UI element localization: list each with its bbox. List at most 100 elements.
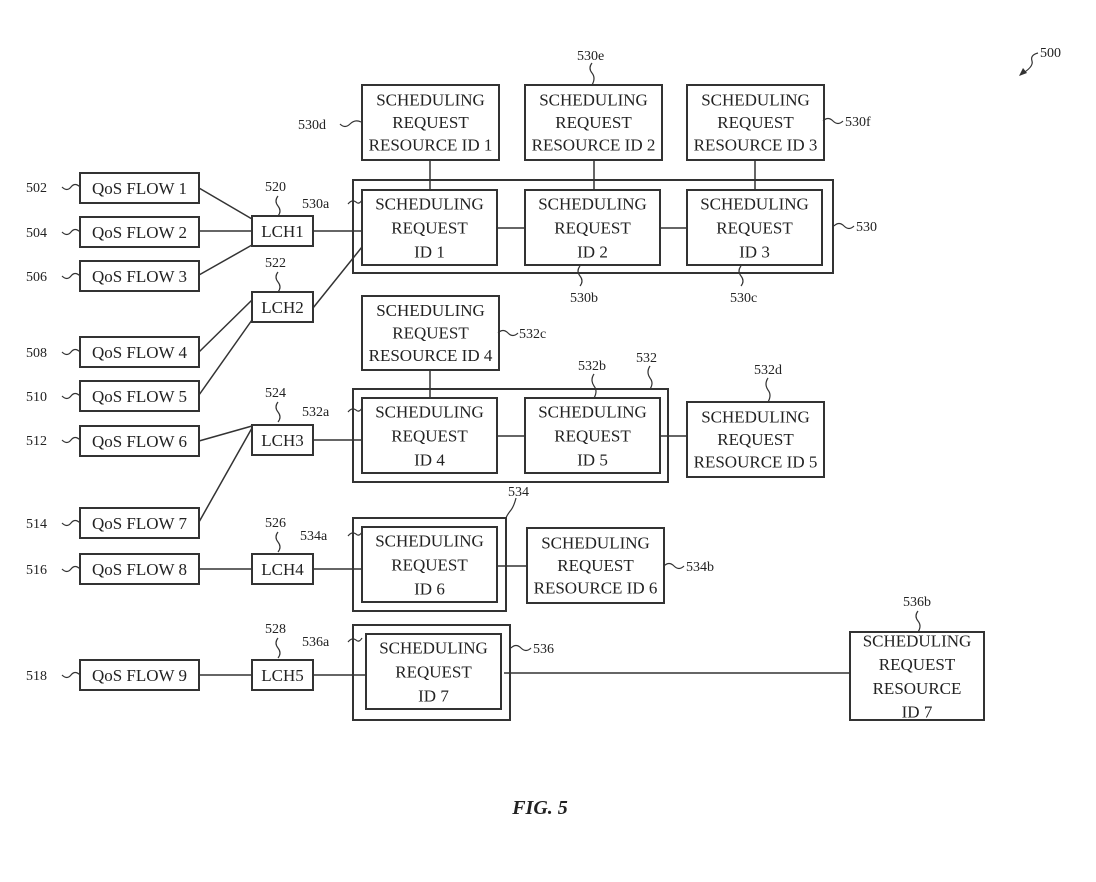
arrowhead-500 [1019, 68, 1027, 76]
ref-530d: 530d [298, 118, 326, 133]
qos-flow-2: QoS FLOW 2 [79, 216, 200, 248]
sr-resource-6: SCHEDULING REQUEST RESOURCE ID 6 [526, 527, 665, 604]
ref-514: 514 [26, 517, 47, 532]
sr-resource-1-text-line: REQUEST [392, 113, 469, 132]
lch-1-border [251, 215, 314, 247]
wire-qos5-lch2 [198, 319, 253, 396]
qos-flow-3: QoS FLOW 3 [79, 260, 200, 292]
sr-id-5-text-line: ID 5 [577, 450, 608, 469]
leader-530 [833, 222, 855, 230]
qos-flow-1: QoS FLOW 1 [79, 172, 200, 204]
leader-532d [765, 377, 771, 403]
leader-lines [61, 52, 1039, 679]
lch-4-border [251, 553, 314, 585]
sr-id-2-text-line: ID 2 [577, 242, 608, 261]
qos-flow-5: QoS FLOW 5 [79, 380, 200, 412]
sr-resource-4: SCHEDULING REQUEST RESOURCE ID 4 [361, 295, 500, 371]
sr-id-3-text-line: ID 3 [739, 242, 770, 261]
sr-resource-1-text-line: SCHEDULING [376, 91, 485, 110]
leader-506 [61, 272, 81, 280]
sr-resource-3-text-line: REQUEST [717, 113, 794, 132]
reference-numerals: 502 504 506 508 510 512 514 516 518 520 … [26, 46, 1061, 684]
sr-resource-6-text-line: SCHEDULING [541, 534, 650, 553]
ref-532: 532 [636, 351, 657, 366]
qos-flow-4-text-line: QoS FLOW 4 [92, 343, 188, 362]
sr-id-6-text-line: REQUEST [391, 555, 468, 574]
lch-2: LCH2 [251, 291, 314, 323]
lch-2-text-line: LCH2 [261, 298, 304, 317]
lch-4: LCH4 [251, 553, 314, 585]
leader-516 [61, 565, 81, 573]
figure-caption: FIG. 5 [511, 797, 568, 819]
sr-resource-5-text-line: REQUEST [717, 430, 794, 449]
ref-508: 508 [26, 346, 47, 361]
leader-532 [647, 365, 653, 390]
lch-3: LCH3 [251, 424, 314, 456]
ref-534: 534 [508, 485, 529, 500]
sr-resource-5-text-line: SCHEDULING [701, 408, 810, 427]
ref-528: 528 [265, 622, 286, 637]
ref-530a: 530a [302, 197, 330, 212]
ref-530c: 530c [730, 291, 757, 306]
ref-510: 510 [26, 390, 47, 405]
sr-id-4-border [361, 397, 498, 474]
qos-flow-1-border [79, 172, 200, 204]
sr-resource-2-text-line: REQUEST [555, 113, 632, 132]
qos-flow-9-text-line: QoS FLOW 9 [92, 666, 187, 685]
sr-resource-3-border [686, 84, 825, 161]
sr-resource-7-text-line: SCHEDULING [863, 631, 972, 650]
sr-id-6-text-line: SCHEDULING [375, 532, 484, 551]
sr-id-3-text-line: REQUEST [716, 218, 793, 237]
sr-resource-6-text-line: RESOURCE ID 6 [534, 579, 658, 598]
sr-resource-4-text-line: REQUEST [392, 324, 469, 343]
leader-524 [275, 401, 281, 423]
leader-530c [738, 265, 744, 287]
sr-id-7-text-line: ID 7 [418, 686, 449, 705]
ref-506: 506 [26, 270, 47, 285]
sr-resource-6-text-line: REQUEST [557, 556, 634, 575]
sr-resource-2-border [524, 84, 663, 161]
leader-534 [505, 497, 517, 519]
leader-530d [339, 120, 362, 128]
ref-530f: 530f [845, 115, 871, 130]
sr-resource-4-text-line: RESOURCE ID 4 [369, 346, 493, 365]
ref-532a: 532a [302, 405, 330, 420]
qos-flow-5-text-line: QoS FLOW 5 [92, 387, 187, 406]
leader-532c [497, 329, 519, 337]
ref-536b: 536b [903, 595, 931, 610]
qos-flow-6-text-line: QoS FLOW 6 [92, 432, 187, 451]
lch-2-border [251, 291, 314, 323]
ref-532d: 532d [754, 363, 782, 378]
wire-qos1-lch1 [198, 187, 253, 220]
wire-qos4-lch2 [198, 299, 253, 353]
group-536 [352, 624, 511, 721]
sr-id-2-border [524, 189, 661, 266]
qos-flow-6: QoS FLOW 6 [79, 425, 200, 457]
lch-5-border [251, 659, 314, 691]
ref-536: 536 [533, 642, 554, 657]
ref-534b: 534b [686, 560, 714, 575]
group-534 [352, 517, 507, 612]
sr-resource-7-text-line: RESOURCE [873, 679, 962, 698]
qos-flow-8: QoS FLOW 8 [79, 553, 200, 585]
qos-flow-1-text-line: QoS FLOW 1 [92, 179, 187, 198]
ref-536a: 536a [302, 635, 330, 650]
leader-532a [347, 407, 363, 413]
leader-512 [61, 436, 81, 444]
lch-5-text-line: LCH5 [261, 666, 304, 685]
wire-lch2-530 [312, 246, 363, 309]
qos-flow-2-text-line: QoS FLOW 2 [92, 223, 187, 242]
leader-528 [275, 637, 281, 659]
leader-534a [347, 531, 363, 537]
leader-526 [275, 531, 281, 553]
ref-524: 524 [265, 386, 286, 401]
ref-526: 526 [265, 516, 286, 531]
sr-id-1-text-line: REQUEST [391, 218, 468, 237]
sr-resource-4-text-line: SCHEDULING [376, 301, 485, 320]
